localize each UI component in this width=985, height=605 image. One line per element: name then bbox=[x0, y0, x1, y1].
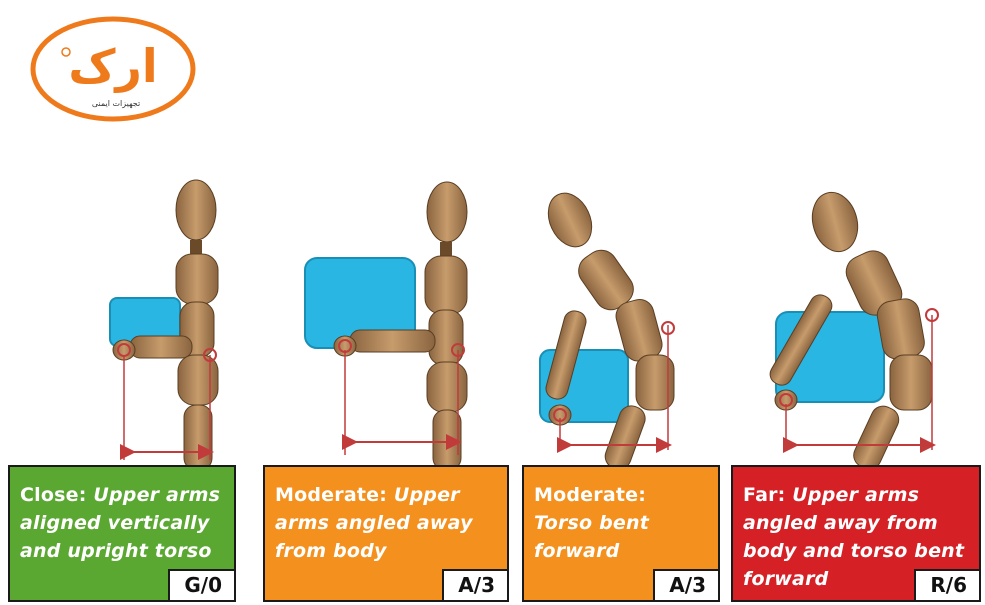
panel-close-text: Close: Upper arms aligned vertically and… bbox=[20, 481, 226, 565]
panel-moderate-torso: Moderate: Torso bent forward A/3 bbox=[522, 465, 720, 602]
logo-text: ارک bbox=[68, 39, 157, 93]
panel-moderate-arms-code: A/3 bbox=[442, 569, 507, 600]
panel-close: Close: Upper arms aligned vertically and… bbox=[8, 465, 236, 602]
figure-close bbox=[110, 180, 218, 470]
panel-close-code: G/0 bbox=[168, 569, 234, 600]
figure-moderate-torso bbox=[540, 186, 674, 470]
panel-far: Far: Upper arms angled away from body an… bbox=[731, 465, 981, 602]
logo-subtext: تجهیزات ایمنی bbox=[92, 99, 140, 108]
panel-moderate-arms: Moderate: Upper arms angled away from bo… bbox=[263, 465, 509, 602]
panel-moderate-torso-desc: Torso bent forward bbox=[534, 509, 664, 565]
figure-moderate-arms bbox=[305, 182, 467, 470]
panel-moderate-arms-text: Moderate: Upper arms angled away from bo… bbox=[275, 481, 499, 565]
figure-far bbox=[766, 187, 938, 470]
panel-moderate-torso-text: Moderate: Torso bent forward bbox=[534, 481, 710, 565]
panel-moderate-torso-lead: Moderate: bbox=[534, 481, 710, 509]
panel-close-lead: Close: bbox=[20, 484, 87, 506]
panel-far-code: R/6 bbox=[914, 569, 979, 600]
panel-moderate-arms-lead: Moderate: bbox=[275, 484, 387, 506]
lifting-illustrations bbox=[0, 150, 985, 470]
panel-moderate-torso-code: A/3 bbox=[653, 569, 718, 600]
arak-logo: ارک تجهیزات ایمنی bbox=[28, 14, 198, 124]
panel-far-lead: Far: bbox=[743, 484, 785, 506]
